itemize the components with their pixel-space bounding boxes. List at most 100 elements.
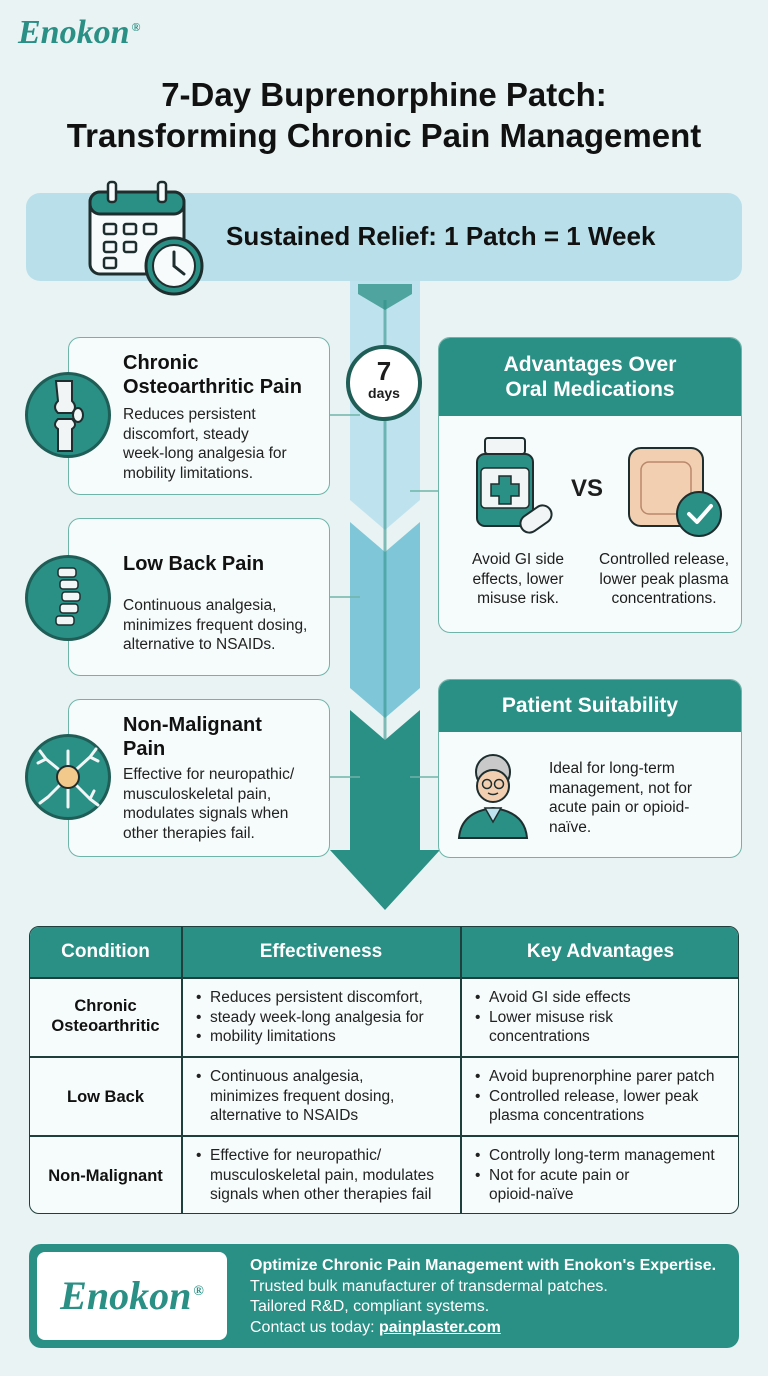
footer-line: Tailored R&D, compliant systems. <box>250 1298 490 1315</box>
pill-bottle-icon <box>476 437 553 534</box>
cell-line: plasma concentrations <box>489 1107 645 1124</box>
caption-line: concentrations. <box>611 590 717 607</box>
card-body-line: Effective for neuropathic/ <box>123 766 295 783</box>
spine-icon <box>25 555 111 641</box>
caption-line: lower peak plasma <box>599 570 729 588</box>
cell-bullet: Not for acute pain or <box>475 1166 715 1186</box>
card-title-line: Non-Malignant <box>123 714 262 736</box>
duration-badge: 7 days <box>346 345 422 421</box>
comparison-table: Condition Effectiveness Key Advantages C… <box>29 926 739 1214</box>
body-line: Ideal for long-term <box>549 760 675 777</box>
card-body-line: alternative to NSAIDs. <box>123 636 276 653</box>
table-row-condition: Low Back <box>66 1088 145 1106</box>
advantages-heading: Advantages Over Oral Medications <box>439 338 741 416</box>
heading-line: Advantages Over <box>503 353 677 376</box>
column-header: Condition <box>61 941 150 962</box>
footer-logo: Enokon® <box>37 1272 227 1319</box>
vs-label: VS <box>571 475 604 502</box>
registered-mark: ® <box>131 19 141 34</box>
card-title-line: Pain <box>123 738 166 760</box>
cell-bullet: Controlled release, lower peak <box>475 1087 714 1107</box>
cell-line: opioid-naïve <box>489 1186 574 1203</box>
cell-bullet: mobility limitations <box>196 1027 424 1047</box>
card-low-back-pain: Low Back Pain Continuous analgesia, mini… <box>68 518 330 676</box>
caption-line: Avoid GI side <box>472 551 564 568</box>
neuron-icon <box>25 734 111 820</box>
caption-line: Controlled release, <box>598 551 730 568</box>
cell-bullet: steady week-long analgesia for <box>196 1008 424 1028</box>
caption-line: misuse risk. <box>477 590 559 607</box>
row-divider <box>30 1056 738 1058</box>
card-title-line: Chronic <box>123 352 199 374</box>
footer-logo-text: Enokon <box>60 1273 192 1318</box>
elderly-patient-icon <box>457 754 529 839</box>
timeline-arrow <box>330 270 440 910</box>
patient-suitability-panel: Patient Suitability Ideal for long-term … <box>438 679 742 858</box>
column-header: Key Advantages <box>526 941 675 962</box>
patch-caption: Controlled release, lower peak plasma co… <box>589 550 739 609</box>
table-row-condition: Chronic Osteoarthritic <box>30 996 181 1036</box>
cell-bullet: Controlly long-term management <box>475 1146 715 1166</box>
page-title: 7-Day Buprenorphine Patch: Transforming … <box>0 74 768 156</box>
table-row-effectiveness: Continuous analgesia, minimizes frequent… <box>196 1067 394 1126</box>
caption-line: effects, lower <box>472 570 564 588</box>
table-row-effectiveness: Effective for neuropathic/ musculoskelet… <box>196 1146 434 1205</box>
card-body-line: Continuous analgesia, <box>123 597 277 614</box>
table-row-condition: Non-Malignant <box>48 1167 163 1185</box>
cell-line: signals when other therapies fail <box>210 1186 432 1203</box>
body-line: naïve. <box>549 818 592 836</box>
cell-line: Chronic <box>74 997 137 1015</box>
cell-bullet: Continuous analgesia, <box>196 1067 394 1087</box>
duration-unit: days <box>368 385 400 401</box>
banner-text: Sustained Relief: 1 Patch = 1 Week <box>226 221 656 251</box>
contact-link[interactable]: painplaster.com <box>378 1318 501 1336</box>
column-header: Effectiveness <box>259 941 383 962</box>
card-body-line: musculoskeletal pain, <box>123 785 272 803</box>
cell-bullet: Avoid GI side effects <box>475 988 631 1008</box>
cell-bullet: Effective for neuropathic/ <box>196 1146 434 1166</box>
cell-line: alternative to NSAIDs <box>210 1107 359 1124</box>
cell-bullet: Avoid buprenorphine parer patch <box>475 1067 714 1087</box>
oral-caption: Avoid GI side effects, lower misuse risk… <box>445 550 591 609</box>
brand-name: Enokon <box>18 14 130 51</box>
footer-headline: Optimize Chronic Pain Management with En… <box>250 1257 717 1274</box>
footer-logo-box <box>37 1252 227 1340</box>
body-line: acute pain or opioid- <box>549 799 690 816</box>
column-divider <box>460 927 462 1213</box>
row-divider <box>30 1135 738 1137</box>
row-divider <box>30 977 738 979</box>
table-row-advantages: Avoid buprenorphine parer patch Controll… <box>475 1067 714 1126</box>
suitability-heading: Patient Suitability <box>439 680 741 732</box>
card-title-line: Osteoarthritic Pain <box>123 376 302 398</box>
card-body-line: Reduces persistent <box>123 406 256 423</box>
footer-line: Trusted bulk manufacturer of transdermal… <box>250 1277 608 1295</box>
table-row-effectiveness: Reduces persistent discomfort, steady we… <box>196 988 424 1047</box>
card-body-line: other therapies fail. <box>123 824 255 842</box>
cell-bullet: Lower misuse risk <box>475 1008 631 1028</box>
card-body-line: discomfort, steady <box>123 425 249 443</box>
brand-logo: Enokon® <box>18 14 140 52</box>
suitability-body: Ideal for long-term management, not for … <box>549 759 692 837</box>
calendar-clock-icon <box>88 180 204 296</box>
column-divider <box>181 927 183 1213</box>
card-body-line: week-long analgesia for <box>123 445 287 462</box>
cell-line: Osteoarthritic <box>51 1017 160 1035</box>
advantages-panel: Advantages Over Oral Medications VS Avoi… <box>438 337 742 633</box>
contact-prefix: Contact us today: <box>250 1318 379 1336</box>
card-osteoarthritic-pain: Chronic Osteoarthritic Pain Reduces pers… <box>68 337 330 495</box>
table-row-advantages: Controlly long-term management Not for a… <box>475 1146 715 1205</box>
card-body-line: mobility limitations. <box>123 464 254 482</box>
patch-check-icon <box>628 447 722 537</box>
cell-line: minimizes frequent dosing, <box>210 1087 395 1105</box>
body-line: management, not for <box>549 779 693 797</box>
footer-contact: Contact us today: painplaster.com <box>250 1318 716 1339</box>
table-header: Condition Effectiveness Key Advantages <box>30 927 738 977</box>
card-non-malignant-pain: Non-Malignant Pain Effective for neuropa… <box>68 699 330 857</box>
card-title-line: Low Back Pain <box>123 553 265 575</box>
duration-number: 7 <box>376 356 392 386</box>
footer-text: Optimize Chronic Pain Management with En… <box>250 1256 716 1338</box>
title-line-1: 7-Day Buprenorphine Patch: <box>161 76 607 113</box>
registered-mark: ® <box>193 1283 204 1299</box>
card-body-line: modulates signals when <box>123 805 289 822</box>
knee-joint-icon <box>25 372 111 458</box>
